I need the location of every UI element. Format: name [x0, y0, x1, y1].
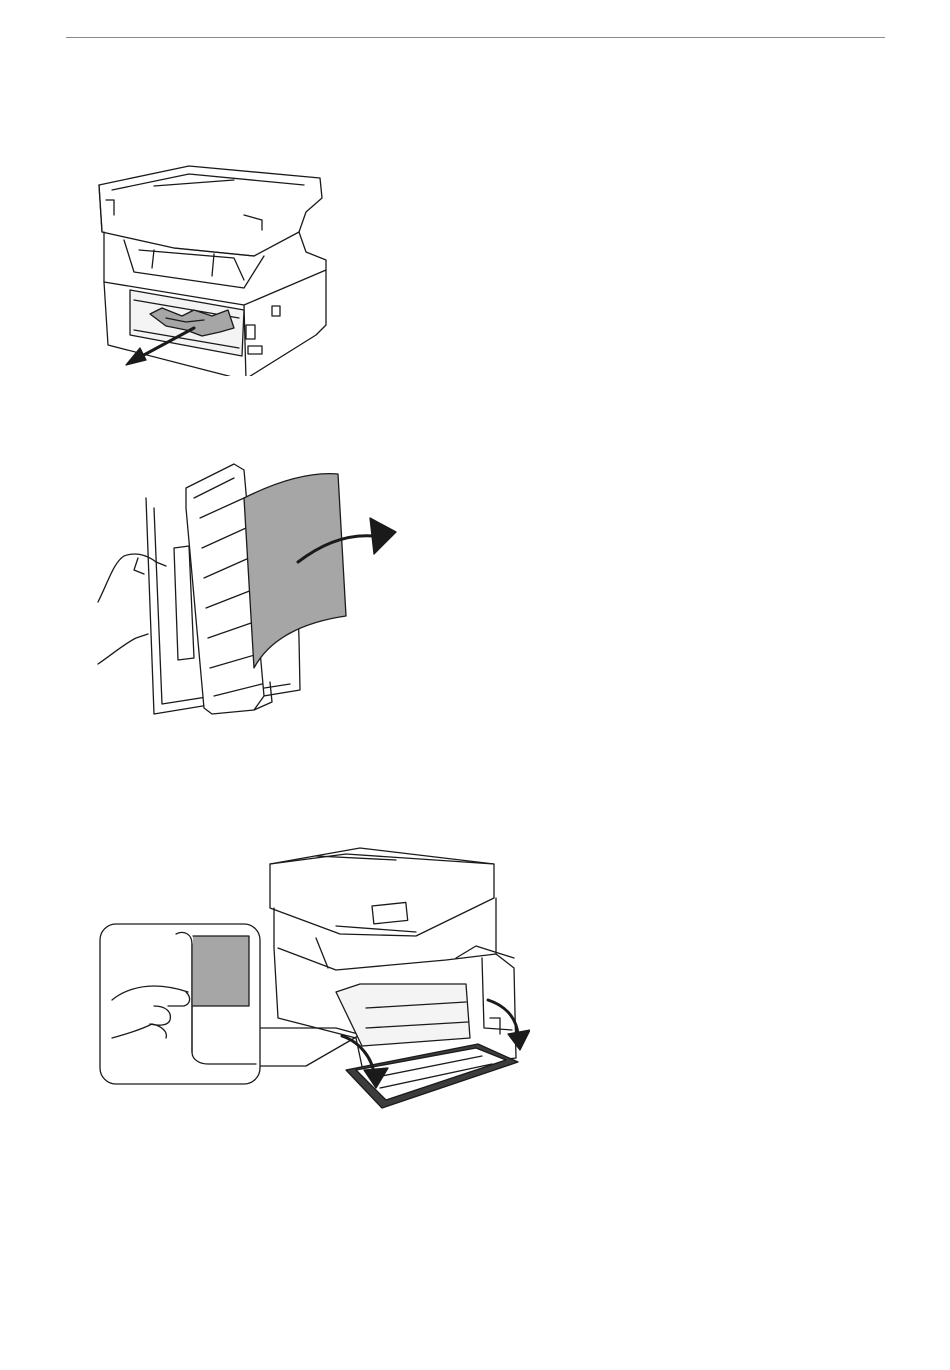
rear-cover-paper-removal-illustration [94, 458, 406, 720]
scanner-unit [270, 848, 494, 936]
printer-front-cover-open-illustration [96, 838, 530, 1110]
open-arrow-right-icon [488, 1000, 530, 1050]
ports-icon [246, 306, 280, 354]
header-rule [66, 37, 885, 38]
printer-rear-jammed-paper-removal-illustration [94, 160, 334, 376]
scanner-unit [99, 166, 322, 256]
